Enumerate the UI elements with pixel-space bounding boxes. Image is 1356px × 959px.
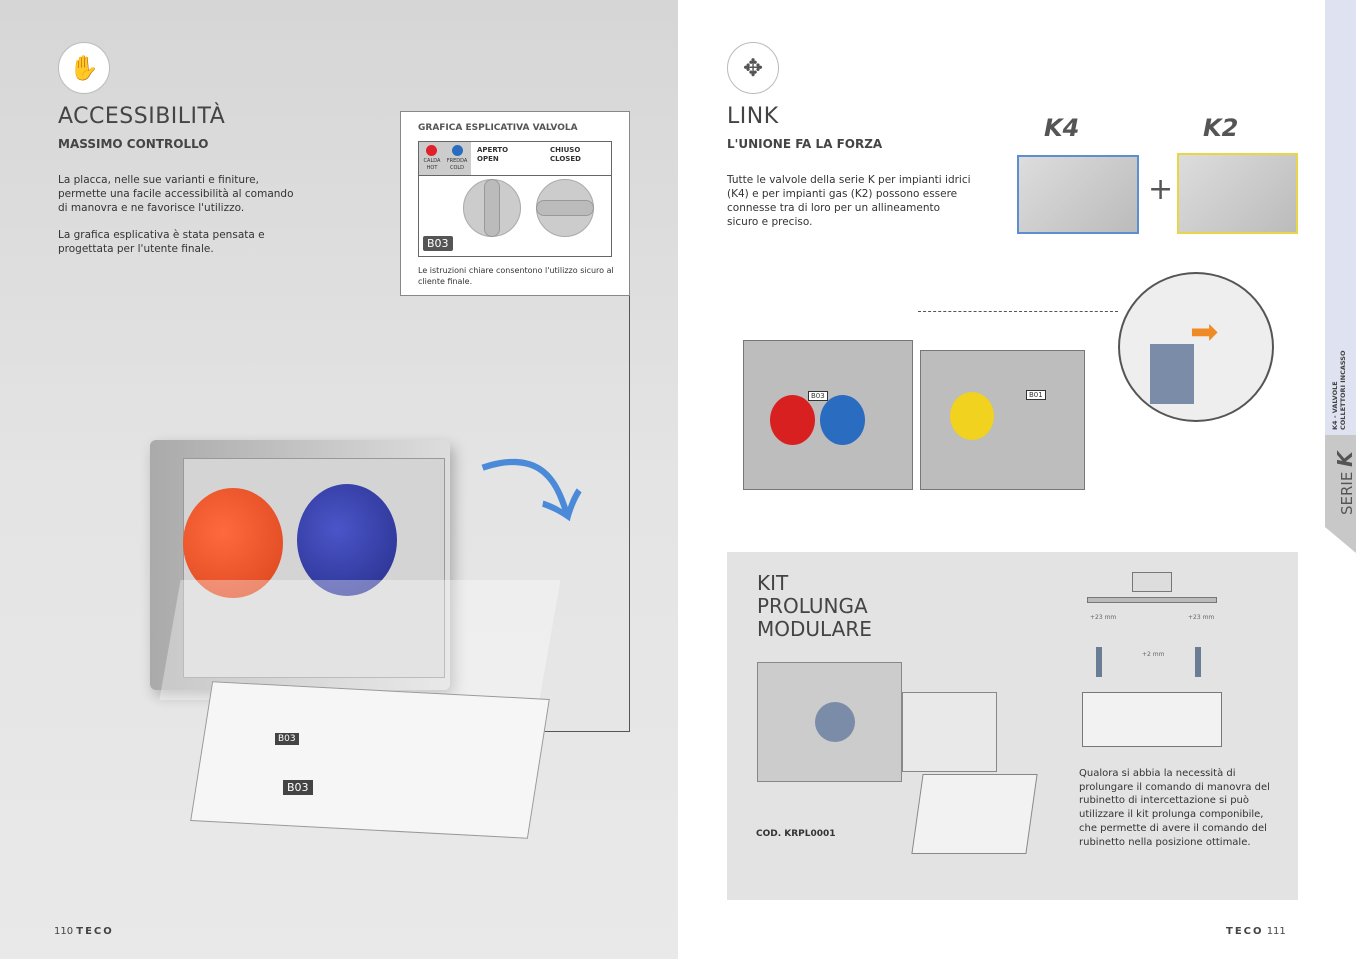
hot-dot xyxy=(426,145,437,156)
right-page: ✥ LINK L'UNIONE FA LA FORZA Tutte le val… xyxy=(678,0,1325,959)
page-footer: TECO 111 xyxy=(1226,926,1286,937)
page-subtitle: L'UNIONE FA LA FORZA xyxy=(727,137,883,151)
kit-description: Qualora si abbia la necessità di prolung… xyxy=(1079,768,1270,848)
k4-label: K4 xyxy=(1044,114,1080,142)
description: Tutte le valvole della serie K per impia… xyxy=(727,174,971,228)
move-arrows-icon: ✥ xyxy=(727,42,779,94)
page-title: ACCESSIBILITÀ xyxy=(58,104,226,129)
kit-code: COD. KRPL0001 xyxy=(756,829,836,839)
plus-sign: + xyxy=(1148,172,1174,207)
valve-box-title: GRAFICA ESPLICATIVA VALVOLA xyxy=(418,123,578,133)
left-page: ✋ ACCESSIBILITÀ MASSIMO CONTROLLO La pla… xyxy=(0,0,678,959)
k4-plate xyxy=(1017,155,1139,234)
serie-label: SERIE K xyxy=(1333,451,1356,515)
hand-touch-icon: ✋ xyxy=(58,42,110,94)
k2-label: K2 xyxy=(1203,114,1239,142)
description-2: La grafica esplicativa è stata pensata e… xyxy=(58,229,265,255)
page-title: LINK xyxy=(727,104,779,129)
cold-knob xyxy=(297,484,397,596)
cold-dot xyxy=(452,145,463,156)
hot-knob xyxy=(183,488,283,598)
page-subtitle: MASSIMO CONTROLLO xyxy=(58,137,209,151)
valve-code: B03 xyxy=(423,236,453,251)
valve-caption: Le istruzioni chiare consentono l'utiliz… xyxy=(418,266,614,286)
detail-zoom-circle: ➡ xyxy=(1118,272,1274,422)
page-footer: 110 TECO xyxy=(54,926,114,937)
closed-knob-icon xyxy=(536,179,594,237)
description: La placca, nelle sue varianti e finiture… xyxy=(58,174,294,214)
open-knob-icon xyxy=(463,179,521,237)
k2-plate xyxy=(1177,153,1298,234)
arrow-icon: ➡ xyxy=(1190,312,1219,352)
